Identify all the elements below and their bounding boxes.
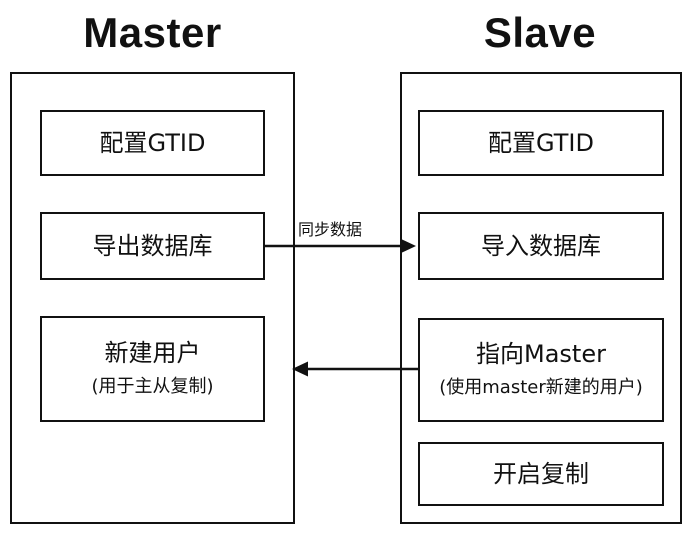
slave-step-point-to-master: 指向Master (使用master新建的用户) bbox=[418, 318, 664, 422]
master-step-note: (用于主从复制) bbox=[91, 376, 214, 397]
slave-step-label: 指向Master bbox=[476, 340, 606, 368]
slave-step-label: 开启复制 bbox=[493, 460, 589, 488]
master-title: Master bbox=[83, 9, 222, 56]
master-step-config-gtid: 配置GTID bbox=[40, 110, 265, 176]
slave-step-import-db: 导入数据库 bbox=[418, 212, 664, 280]
slave-step-config-gtid: 配置GTID bbox=[418, 110, 664, 176]
slave-title: Slave bbox=[483, 9, 597, 56]
slave-step-note: (使用master新建的用户) bbox=[439, 377, 643, 398]
slave-step-start-replication: 开启复制 bbox=[418, 442, 664, 506]
master-step-export-db: 导出数据库 bbox=[40, 212, 265, 280]
sync-data-label: 同步数据 bbox=[298, 220, 363, 239]
slave-step-label: 配置GTID bbox=[488, 129, 594, 157]
master-step-create-user: 新建用户 (用于主从复制) bbox=[40, 316, 265, 422]
master-step-label: 新建用户 bbox=[104, 339, 201, 367]
master-step-label: 导出数据库 bbox=[92, 232, 213, 260]
slave-step-label: 导入数据库 bbox=[481, 232, 601, 260]
master-step-label: 配置GTID bbox=[99, 129, 206, 157]
